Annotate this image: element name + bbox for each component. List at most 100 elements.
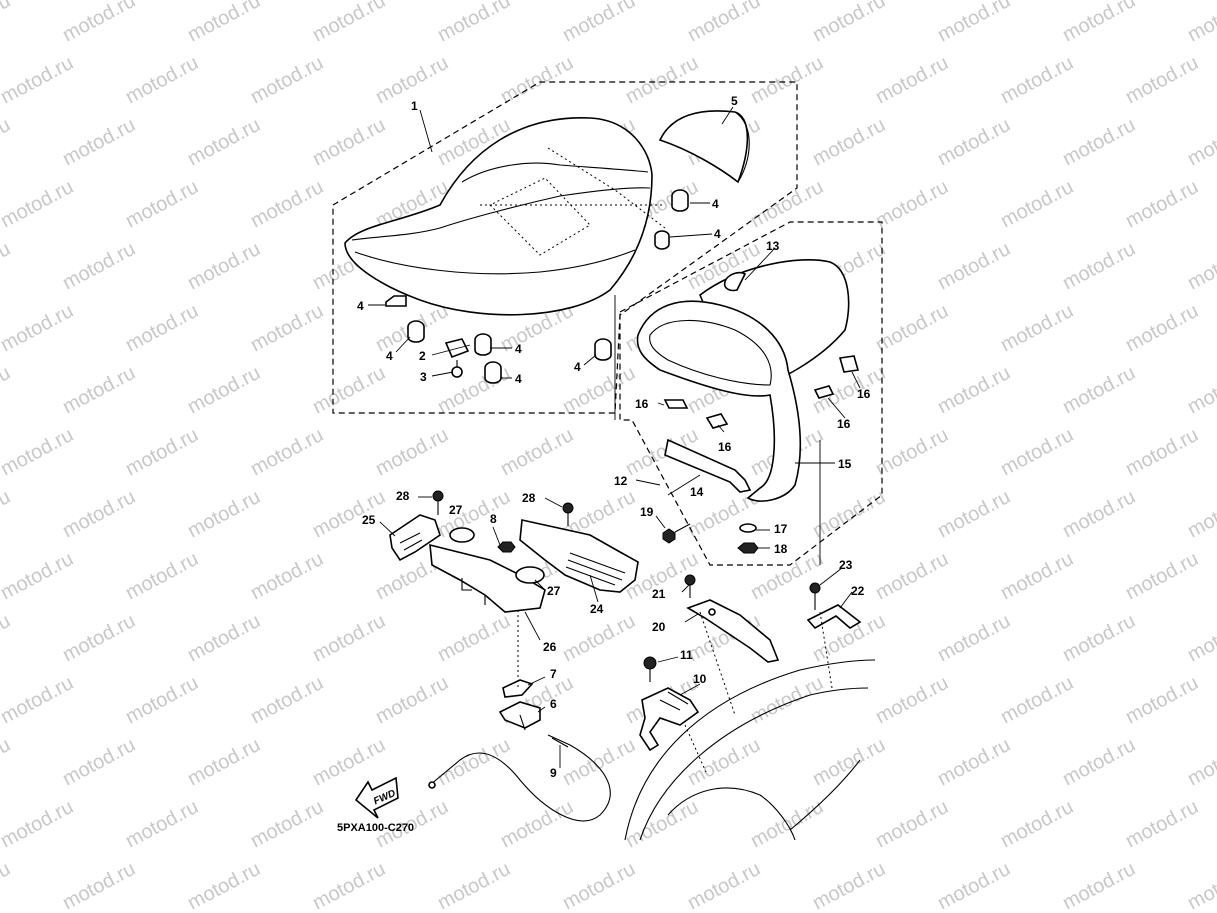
backrest	[636, 300, 802, 502]
watermark-text: motod.ru	[872, 548, 952, 604]
watermark-text: motod.ru	[1059, 734, 1139, 790]
rear-fender	[624, 659, 876, 841]
watermark-text: motod.ru	[1184, 0, 1217, 46]
watermark-text: motod.ru	[747, 52, 827, 108]
bolt-23	[809, 582, 821, 610]
callout-16: 16	[635, 397, 649, 411]
watermark-text: motod.ru	[1184, 114, 1217, 170]
watermark-text: motod.ru	[247, 672, 327, 728]
watermark-text: motod.ru	[59, 362, 139, 418]
watermark-text: motod.ru	[1122, 548, 1202, 604]
callout-27: 27	[547, 584, 561, 598]
watermark-text: motod.ru	[0, 858, 14, 913]
callout-4: 4	[712, 197, 719, 211]
watermark-text: motod.ru	[247, 52, 327, 108]
watermark-text: motod.ru	[559, 0, 639, 46]
watermark-text: motod.ru	[122, 424, 202, 480]
watermark-text: motod.ru	[559, 610, 639, 666]
watermark-text: motod.ru	[122, 176, 202, 232]
leader-lines	[368, 106, 861, 773]
watermark-text: motod.ru	[0, 300, 77, 356]
watermark-text: motod.ru	[747, 672, 827, 728]
watermark-text: motod.ru	[309, 114, 389, 170]
watermark-text: motod.ru	[184, 486, 264, 542]
watermark-text: motod.ru	[309, 734, 389, 790]
watermark-text: motod.ru	[0, 238, 14, 294]
watermark-text: motod.ru	[684, 858, 764, 913]
watermark-text: motod.ru	[997, 176, 1077, 232]
callout-4: 4	[386, 349, 393, 363]
watermark-text: motod.ru	[59, 114, 139, 170]
callout-21: 21	[652, 587, 666, 601]
watermark-text: motod.ru	[0, 0, 14, 46]
watermark-text: motod.ru	[1184, 238, 1217, 294]
callout-1: 1	[411, 99, 418, 113]
watermark-text: motod.ru	[1059, 858, 1139, 913]
watermark-text: motod.ru	[1184, 362, 1217, 418]
watermark-text: motod.ru	[934, 362, 1014, 418]
watermark-text: motod.ru	[309, 610, 389, 666]
watermark-text: motod.ru	[997, 672, 1077, 728]
cap-27	[449, 527, 475, 543]
watermark-text: motod.ru	[1059, 0, 1139, 46]
callout-23: 23	[839, 558, 853, 572]
watermark-text: motod.ru	[122, 672, 202, 728]
callout-12: 12	[614, 474, 628, 488]
watermark-text: motod.ru	[1184, 858, 1217, 913]
bracket-26	[429, 543, 546, 613]
watermark-text: motod.ru	[1059, 610, 1139, 666]
watermark-text: motod.ru	[184, 0, 264, 46]
hinge-10	[639, 687, 700, 752]
seat-lock-cable	[428, 734, 611, 822]
watermark-text: motod.ru	[0, 52, 77, 108]
watermark-text: motod.ru	[1122, 300, 1202, 356]
watermark-text: motod.ru	[622, 52, 702, 108]
nut-8	[497, 541, 516, 553]
stay-22	[806, 604, 862, 630]
watermark-text: motod.ru	[122, 548, 202, 604]
callout-28: 28	[522, 491, 536, 505]
callout-5: 5	[731, 94, 738, 108]
watermark-text: motod.ru	[809, 0, 889, 46]
callout-4: 4	[357, 299, 364, 313]
callout-16: 16	[718, 440, 732, 454]
callout-6: 6	[550, 697, 557, 711]
watermark-text: motod.ru	[0, 734, 14, 790]
watermark-text: motod.ru	[434, 610, 514, 666]
watermark-text: motod.ru	[247, 796, 327, 852]
watermark-text: motod.ru	[497, 796, 577, 852]
watermark-text: motod.ru	[59, 486, 139, 542]
watermark-text: motod.ru	[59, 0, 139, 46]
watermark-text: motod.ru	[0, 672, 77, 728]
watermark-text: motod.ru	[184, 610, 264, 666]
watermark-text: motod.ru	[684, 0, 764, 46]
dampers	[385, 189, 689, 384]
callout-14: 14	[690, 485, 704, 499]
watermark-text: motod.ru	[872, 796, 952, 852]
watermark-text: motod.ru	[872, 52, 952, 108]
watermark-text: motod.ru	[122, 796, 202, 852]
rider-seat	[344, 117, 666, 316]
watermark-text: motod.ru	[247, 424, 327, 480]
callout-10: 10	[693, 672, 707, 686]
watermark-text: motod.ru	[809, 734, 889, 790]
watermark-text: motod.ru	[872, 300, 952, 356]
watermark-text: motod.ru	[434, 362, 514, 418]
callout-17: 17	[774, 522, 788, 536]
callout-9: 9	[550, 766, 557, 780]
watermark-text: motod.ru	[309, 362, 389, 418]
watermark-text: motod.ru	[1184, 610, 1217, 666]
watermark-text: motod.ru	[872, 176, 952, 232]
watermark-text: motod.ru	[247, 548, 327, 604]
watermark-text: motod.ru	[997, 548, 1077, 604]
backrest-stay	[664, 438, 752, 493]
watermark-text: motod.ru	[0, 486, 14, 542]
watermark-text: motod.ru	[59, 610, 139, 666]
watermark-text: motod.ru	[1122, 796, 1202, 852]
watermark-text: motod.ru	[309, 486, 389, 542]
lock-6	[498, 701, 541, 731]
watermark-text: motod.ru	[934, 238, 1014, 294]
watermark-text: motod.ru	[184, 734, 264, 790]
callout-13: 13	[766, 239, 780, 253]
watermark-text: motod.ru	[372, 424, 452, 480]
